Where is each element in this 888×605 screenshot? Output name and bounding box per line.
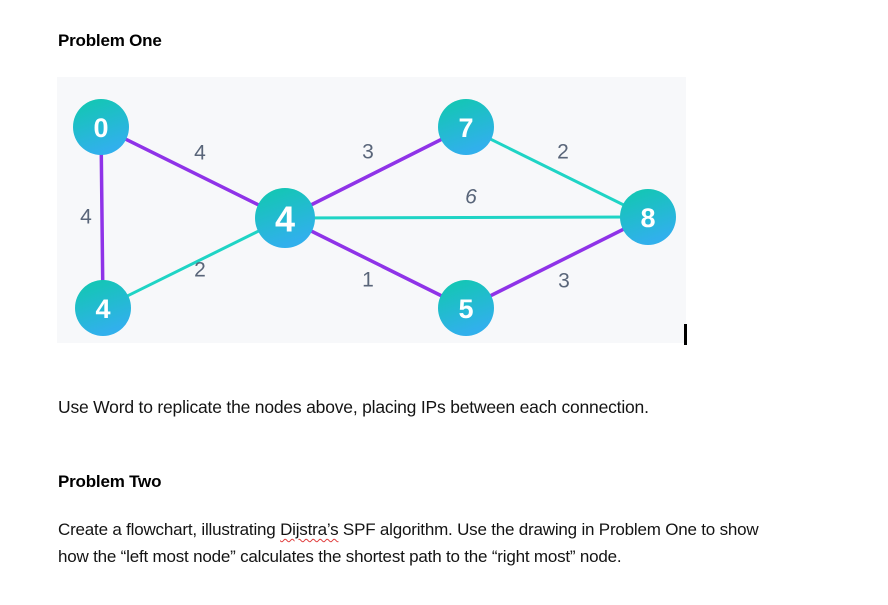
graph-node bbox=[438, 280, 494, 336]
problem-two-line1: Create a flowchart, illustrating Dijstra… bbox=[58, 520, 759, 540]
edge-weight-label: 1 bbox=[362, 269, 374, 292]
graph-edge bbox=[464, 215, 650, 310]
graph-node-label: 0 bbox=[93, 113, 108, 143]
graph-node bbox=[620, 189, 676, 245]
graph-svg: 4 4 2 3 6 2 1 3 0 7 4 8 4 5 bbox=[73, 99, 676, 336]
graph-node bbox=[73, 99, 129, 155]
edge-weight-label: 2 bbox=[194, 259, 206, 282]
problem-one-heading: Problem One bbox=[58, 31, 162, 50]
graph-node-label: 8 bbox=[640, 203, 655, 233]
edge-weight-label: 4 bbox=[80, 206, 92, 229]
graph-edge bbox=[101, 216, 287, 310]
edge-weight-label: 3 bbox=[362, 141, 374, 164]
problem-two-heading: Problem Two bbox=[58, 472, 162, 491]
edge-weight-label: 3 bbox=[558, 270, 570, 293]
graph-edge bbox=[464, 125, 650, 219]
edge-weight-label: 2 bbox=[557, 141, 569, 164]
graph-node-label: 4 bbox=[275, 199, 295, 240]
graph-node bbox=[75, 280, 131, 336]
graph-node-label: 7 bbox=[458, 113, 473, 143]
problem-two-line1-before: Create a flowchart, illustrating bbox=[58, 520, 281, 539]
graph-edge bbox=[283, 125, 468, 220]
problem-one-instruction: Use Word to replicate the nodes above, p… bbox=[58, 397, 649, 417]
graph-edge bbox=[99, 125, 287, 220]
graph-node-label: 4 bbox=[95, 294, 110, 324]
text-cursor bbox=[684, 324, 687, 345]
graph-edge bbox=[99, 125, 105, 310]
edge-weight-label: 6 bbox=[465, 186, 477, 209]
network-diagram[interactable]: 4 4 2 3 6 2 1 3 0 7 4 8 4 5 bbox=[57, 77, 686, 343]
problem-two-line2: how the “left most node” calculates the … bbox=[58, 547, 622, 566]
graph-node bbox=[438, 99, 494, 155]
edge-weight-label: 4 bbox=[194, 142, 206, 165]
graph-edge bbox=[283, 216, 468, 310]
problem-two-line1-after: SPF algorithm. Use the drawing in Proble… bbox=[338, 520, 759, 539]
graph-node-label: 5 bbox=[458, 294, 473, 324]
misspelled-word: Dijstra’s bbox=[280, 520, 339, 539]
graph-edge bbox=[283, 215, 650, 220]
graph-node bbox=[255, 188, 315, 248]
